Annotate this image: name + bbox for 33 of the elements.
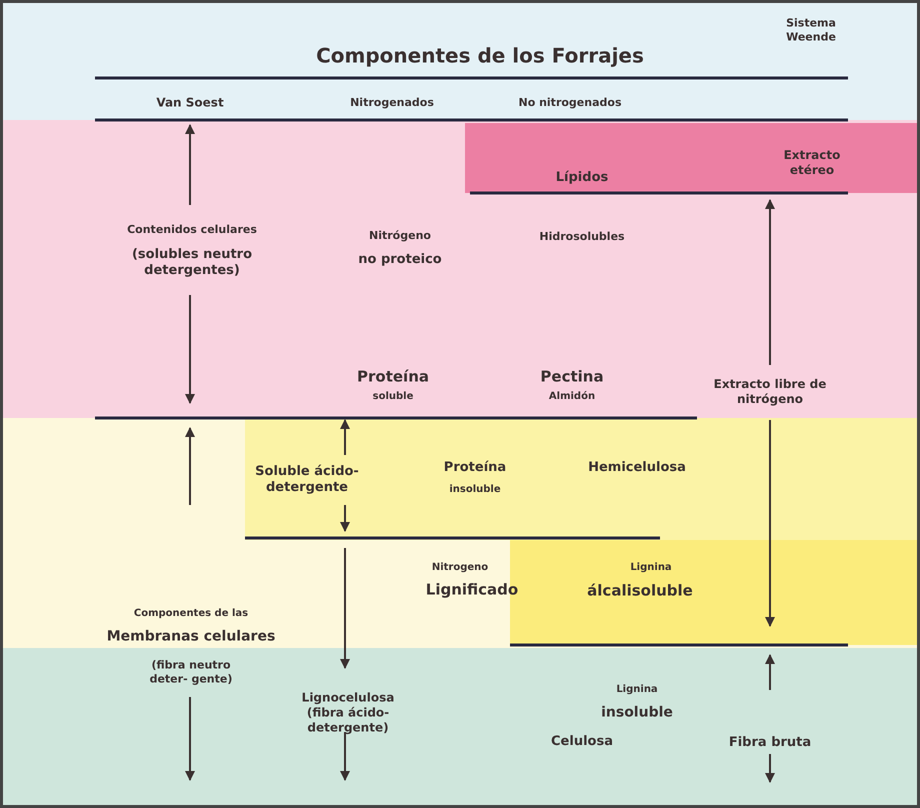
- label-text: Membranas celulares: [106, 628, 276, 646]
- label-text: insoluble: [449, 484, 501, 496]
- label-text: Lípidos: [556, 170, 608, 186]
- label-text: Lignificado: [426, 580, 518, 600]
- label-text: soluble: [372, 390, 414, 404]
- label-text: Lignocelulosa (fibra ácido- detergente): [300, 690, 396, 736]
- label-text: Nitrogeno: [432, 562, 488, 574]
- label-text: Lignina: [630, 562, 672, 574]
- label-text: insoluble: [601, 704, 673, 722]
- label-text: Hemicelulosa: [588, 460, 686, 476]
- label-text: Celulosa: [551, 734, 613, 750]
- label-text: Proteína: [357, 368, 429, 386]
- label-text: Lignina: [616, 684, 658, 696]
- label-text: Almidón: [548, 390, 596, 404]
- label-text: Nitrogenados: [350, 96, 434, 110]
- label-text: Componentes de las: [134, 608, 248, 620]
- label-text: Contenidos celulares: [127, 223, 257, 237]
- label-text: Pectina: [540, 368, 604, 386]
- label-text: Sistema Weende: [785, 16, 837, 44]
- label-text: álcalisoluble: [587, 582, 693, 600]
- label-text: Proteína: [444, 460, 506, 476]
- label-text: Nitrógeno: [369, 229, 431, 243]
- label-text: Hidrosolubles: [539, 230, 625, 244]
- label-text: (fibra neutro deter- gente): [148, 658, 234, 686]
- label-text: Soluble ácido- detergente: [254, 464, 360, 496]
- label-text: Extracto etéreo: [782, 148, 842, 178]
- label-text: Fibra bruta: [728, 734, 812, 752]
- chart-title: Componentes de los Forrajes: [316, 44, 644, 68]
- label-text: no proteico: [358, 252, 442, 268]
- label-text: Extracto libre de nitrógeno: [712, 377, 828, 407]
- label-text: (solubles neutro detergentes): [130, 246, 254, 280]
- label-text: No nitrogenados: [518, 96, 622, 110]
- label-text: Van Soest: [156, 96, 224, 110]
